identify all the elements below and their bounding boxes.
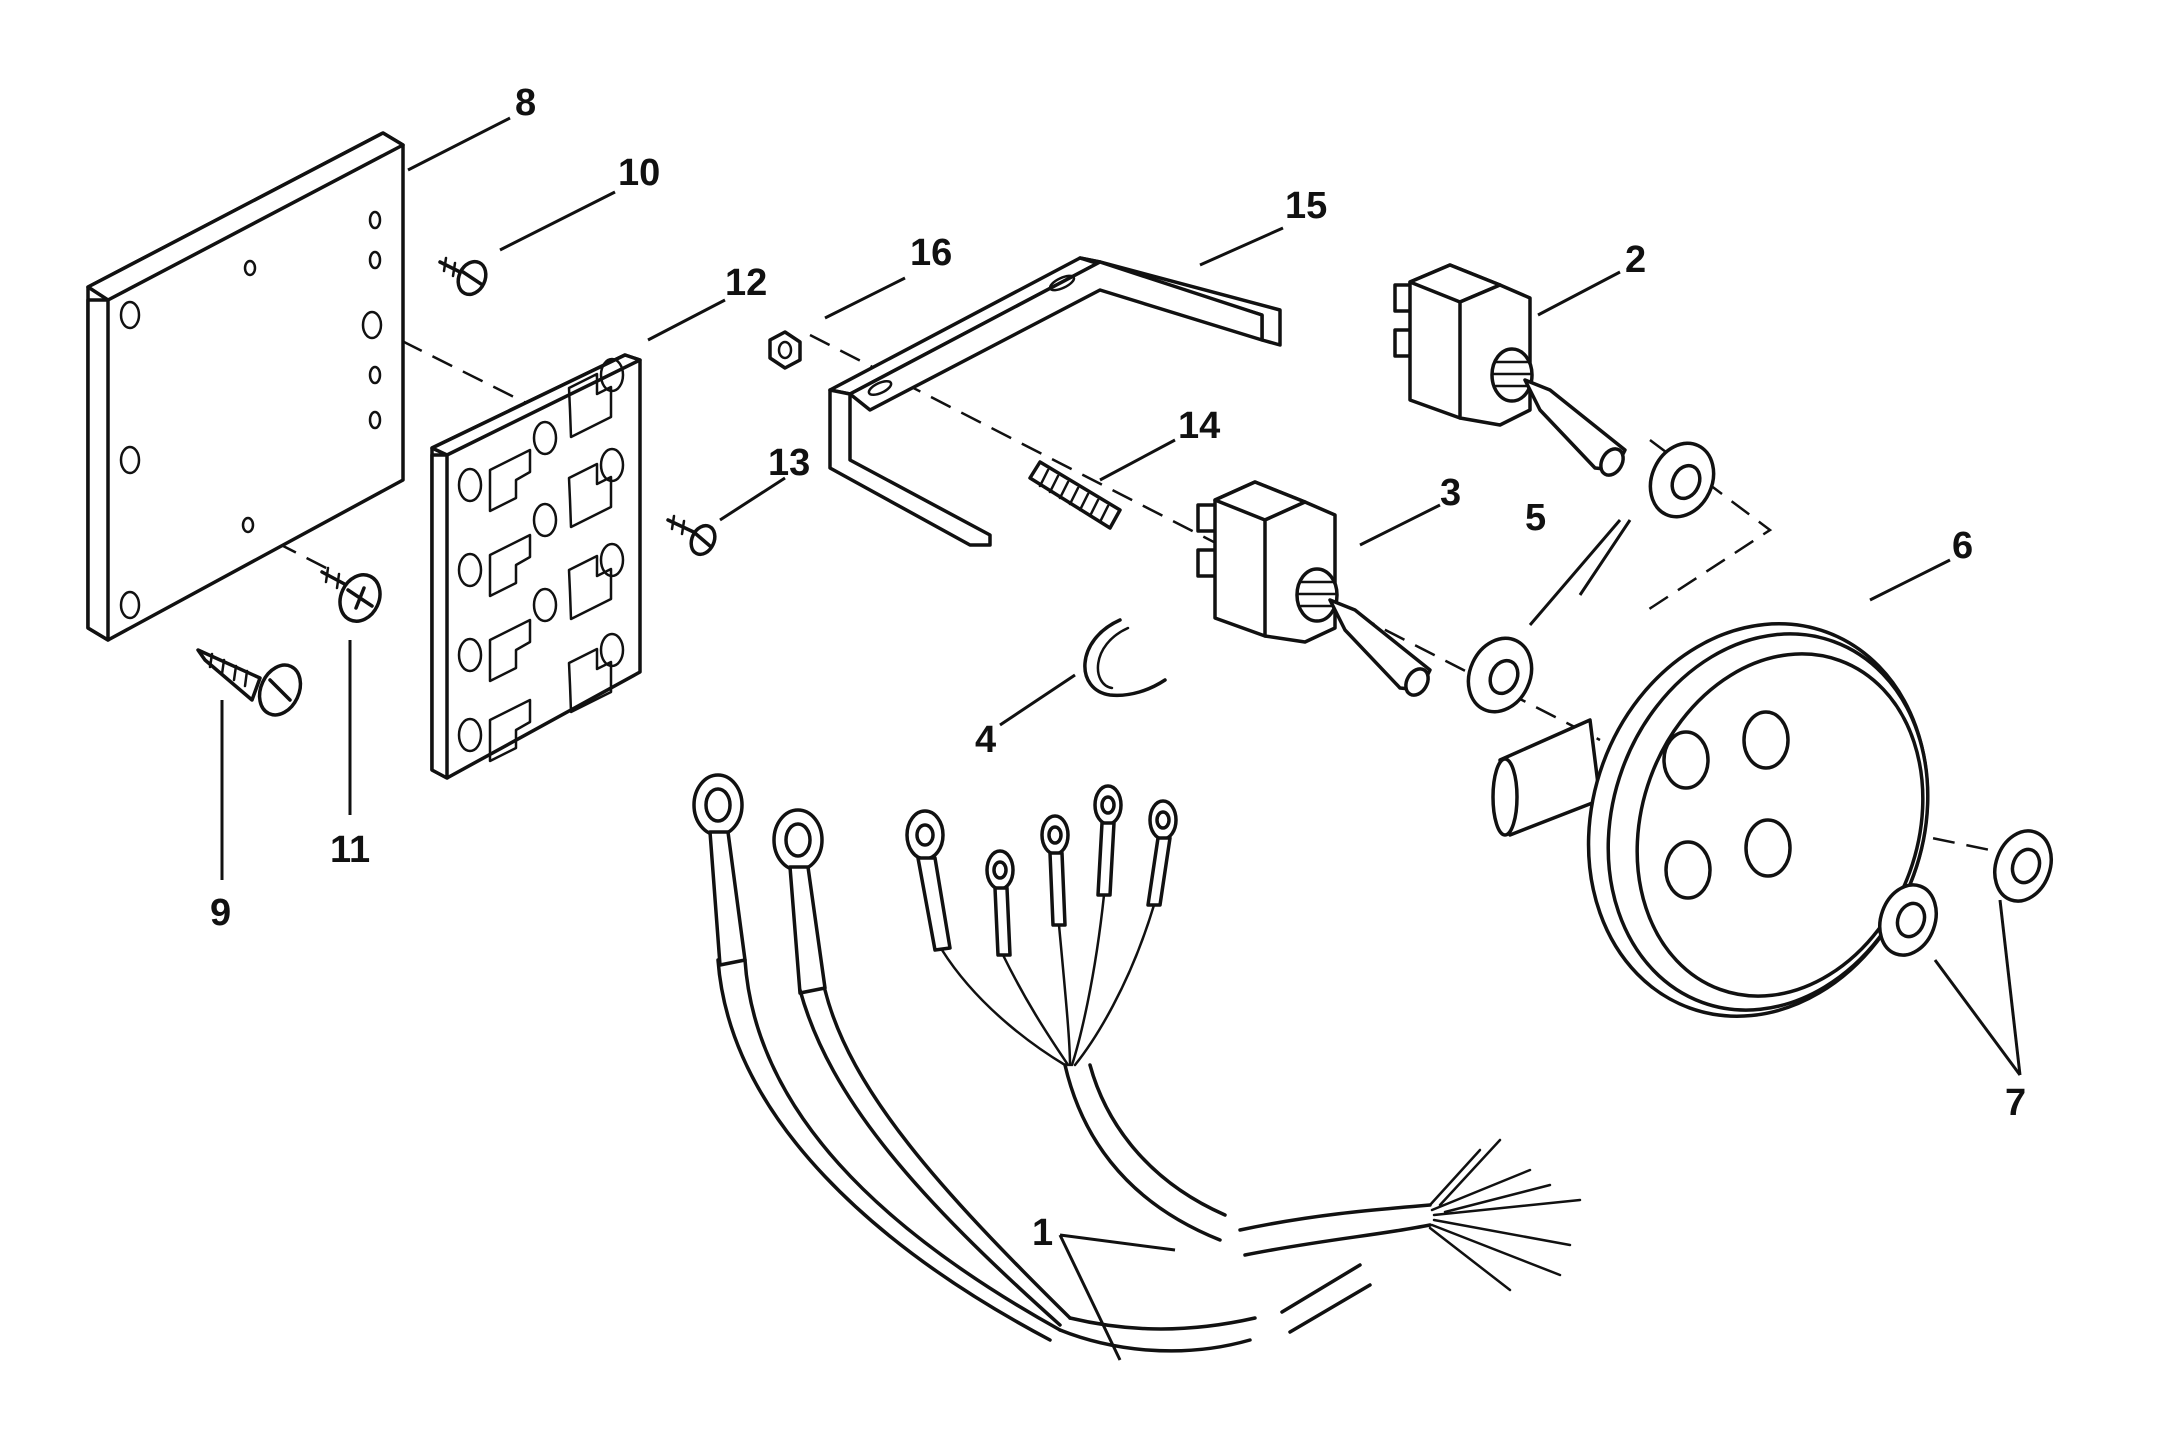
callout-3: 3 <box>1440 472 1461 514</box>
callout-16: 16 <box>910 232 952 274</box>
callout-6: 6 <box>1952 525 1973 567</box>
callout-9: 9 <box>210 892 231 934</box>
terminal-lugs-right <box>567 357 625 714</box>
leader-lines <box>220 116 2022 1361</box>
part-5-washers <box>1466 441 1716 714</box>
part-11-screw <box>320 566 382 623</box>
part-13-screw <box>666 514 717 557</box>
callout-12: 12 <box>725 262 767 304</box>
callout-2: 2 <box>1625 239 1646 281</box>
part-2-toggle-switch <box>1393 263 1627 477</box>
part-16-nut <box>768 330 802 370</box>
terminal-lugs-left <box>457 420 558 763</box>
part-7-nuts <box>1878 829 2053 957</box>
part-8-mounting-panel <box>86 131 405 642</box>
callout-14: 14 <box>1178 405 1220 447</box>
part-12-terminal-block <box>430 353 642 780</box>
callout-15: 15 <box>1285 185 1327 227</box>
callout-labels: 8 10 12 13 11 9 16 15 14 2 3 5 6 4 7 1 <box>210 82 2026 1254</box>
part-4-retaining-ring <box>1083 618 1167 698</box>
part-6-control-housing <box>1491 622 1930 1018</box>
part-9-wood-screw <box>196 648 303 717</box>
callout-7: 7 <box>2005 1082 2026 1124</box>
callout-1: 1 <box>1032 1212 1053 1254</box>
callout-13: 13 <box>768 442 810 484</box>
part-1-wiring-harness <box>692 773 1582 1353</box>
callout-5: 5 <box>1525 497 1546 539</box>
callout-11: 11 <box>330 829 370 871</box>
callout-10: 10 <box>618 152 660 194</box>
part-15-bracket <box>828 256 1282 547</box>
part-14-threaded-stud <box>1028 460 1122 530</box>
callout-8: 8 <box>515 82 536 124</box>
callout-4: 4 <box>975 719 996 761</box>
part-10-screw <box>438 256 488 297</box>
part-3-toggle-switch <box>1196 480 1432 697</box>
